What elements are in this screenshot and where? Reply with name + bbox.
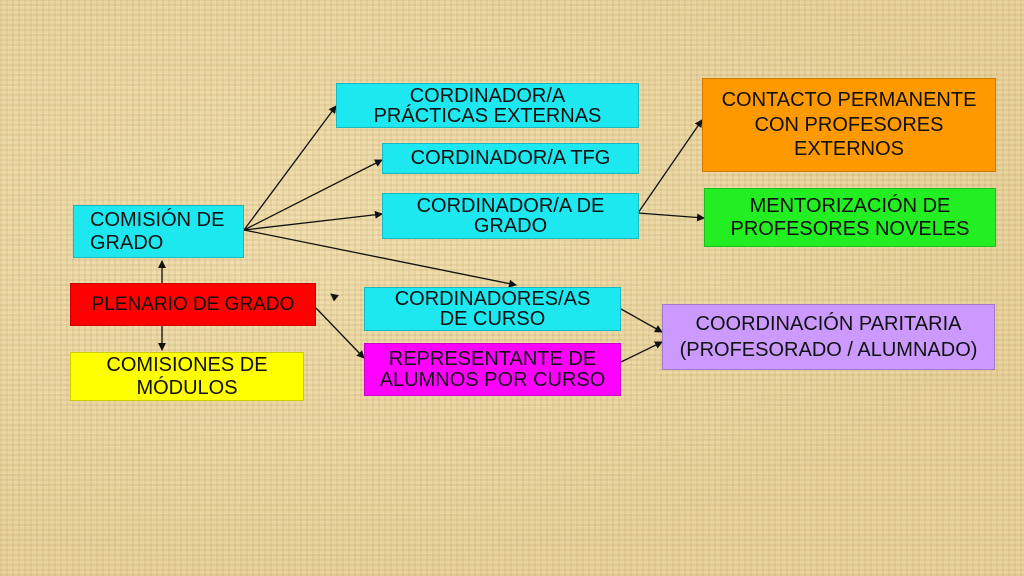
arrow-grado-to-contacto (637, 119, 703, 214)
node-coordinador-practicas: CORDINADOR/A PRÁCTICAS EXTERNAS (336, 83, 639, 128)
arrow-grado-to-mentorizacion (637, 212, 705, 222)
node-contacto-permanente-label: CONTACTO PERMANENTE CON PROFESORES EXTER… (721, 89, 977, 161)
node-coordinadores-de-curso: CORDINADORES/AS DE CURSO (364, 287, 621, 331)
arrow-representante-to-paritaria (620, 341, 663, 363)
node-coordinacion-paritaria-label: COORDINACIÓN PARITARIA (PROFESORADO / AL… (679, 313, 978, 361)
node-comision-de-grado: COMISIÓN DE GRADO (73, 205, 244, 258)
node-plenario-de-grado-label: PLENARIO DE GRADO (91, 293, 295, 315)
node-coordinador-tfg: CORDINADOR/A TFG (382, 143, 639, 174)
node-contacto-permanente: CONTACTO PERMANENTE CON PROFESORES EXTER… (702, 78, 996, 172)
node-coordinadores-de-curso-label: CORDINADORES/AS DE CURSO (394, 288, 591, 330)
node-comisiones-de-modulos-label: COMISIONES DE MÓDULOS (106, 354, 268, 399)
node-plenario-de-grado: PLENARIO DE GRADO (70, 283, 316, 326)
node-comisiones-de-modulos: COMISIONES DE MÓDULOS (70, 352, 304, 401)
node-coordinador-tfg-label: CORDINADOR/A TFG (410, 147, 611, 170)
arrow-comision-to-practicas (243, 105, 337, 231)
arrow-plenario-to-representante (315, 307, 365, 359)
arrow-cursos-to-paritaria (620, 308, 663, 333)
arrow-comision-to-cursos (243, 229, 517, 288)
arrow-stub-to-plenario (330, 293, 339, 302)
node-coordinador-de-grado-label: CORDINADOR/A DE GRADO (416, 195, 605, 237)
node-mentorizacion: MENTORIZACIÓN DE PROFESORES NOVELES (704, 188, 996, 247)
arrow-comision-to-grado (243, 210, 383, 231)
node-coordinador-practicas-label: CORDINADOR/A PRÁCTICAS EXTERNAS (373, 84, 602, 127)
arrow-comision-to-tfg (243, 159, 383, 231)
node-representante-alumnos-label: REPRESENTANTE DE ALUMNOS POR CURSO (379, 348, 606, 391)
node-coordinacion-paritaria: COORDINACIÓN PARITARIA (PROFESORADO / AL… (662, 304, 995, 370)
node-representante-alumnos: REPRESENTANTE DE ALUMNOS POR CURSO (364, 343, 621, 396)
node-coordinador-de-grado: CORDINADOR/A DE GRADO (382, 193, 639, 239)
node-comision-de-grado-label: COMISIÓN DE GRADO (90, 209, 225, 254)
node-mentorizacion-label: MENTORIZACIÓN DE PROFESORES NOVELES (730, 195, 970, 240)
